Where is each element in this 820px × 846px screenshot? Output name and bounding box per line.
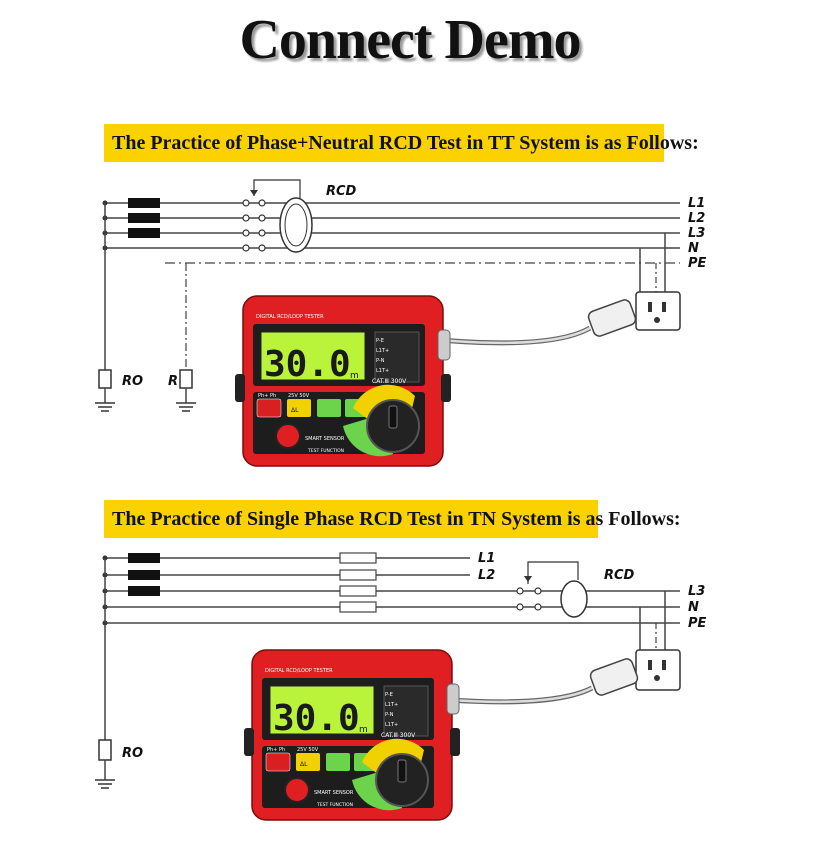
brand-text: SMART SENSOR (305, 436, 345, 442)
button-label-delta: ΔL (291, 407, 299, 414)
page-title: Connect Demo (239, 9, 581, 71)
lcd-unit: m (350, 371, 359, 381)
lcd-reading: 30.0 (273, 698, 360, 739)
tester-device-1: DIGITAL RCD/LOOP TESTER 30.0 m P-E L1T+ … (256, 314, 407, 454)
n-label-2: N (688, 600, 699, 615)
lcd-unit: m (359, 725, 368, 735)
tester-device-2: DIGITAL RCD/LOOP TESTER 30.0 m P-E L1T+ … (265, 668, 416, 808)
button-label-delta: ΔL (300, 761, 308, 768)
r-label-1: R (168, 374, 178, 389)
l1-label-1: L1 (688, 196, 705, 211)
side-label-pn: P-N (385, 712, 394, 718)
side-label-l1t-2: L1T+ (376, 368, 389, 374)
side-label-pe: P-E (376, 338, 384, 344)
cat-rating: CAT.Ⅲ 300V (381, 732, 416, 739)
lcd-reading: 30.0 (264, 344, 351, 385)
model-text: DIGITAL RCD/LOOP TESTER (265, 668, 333, 674)
rcd-label-2: RCD (604, 568, 635, 583)
side-label-l1t-2: L1T+ (385, 722, 398, 728)
ro-label-2: RO (122, 746, 143, 761)
rcd-label-1: RCD (326, 184, 357, 199)
l3-label-1: L3 (688, 226, 705, 241)
model-text: DIGITAL RCD/LOOP TESTER (256, 314, 324, 320)
side-label-pn: P-N (376, 358, 385, 364)
side-label-pe: P-E (385, 692, 393, 698)
l2-label-2: L2 (478, 568, 495, 583)
l1-label-2: L1 (478, 551, 495, 566)
side-label-l1t: L1T+ (376, 348, 389, 354)
l2-label-1: L2 (688, 211, 705, 226)
button-label-voltage: 25V 50V (288, 393, 310, 399)
pe-label-2: PE (688, 616, 707, 631)
brand-text: SMART SENSOR (314, 790, 354, 796)
l3-label-2: L3 (688, 584, 705, 599)
cat-rating: CAT.Ⅲ 300V (372, 378, 407, 385)
section1-banner: The Practice of Phase+Neutral RCD Test i… (104, 124, 699, 162)
ro-label-1: RO (122, 374, 143, 389)
side-label-l1t: L1T+ (385, 702, 398, 708)
button-label-phase: Ph+ Ph (267, 747, 285, 753)
function-label: TEST FUNCTION (316, 802, 353, 808)
tt-system-diagram (95, 179, 681, 467)
pe-label-1: PE (688, 256, 707, 271)
button-label-voltage: 25V 50V (297, 747, 319, 753)
button-label-phase: Ph+ Ph (258, 393, 276, 399)
n-label-1: N (688, 241, 699, 256)
section2-banner: The Practice of Single Phase RCD Test in… (104, 500, 681, 538)
function-label: TEST FUNCTION (307, 448, 344, 454)
tn-system-diagram (95, 552, 681, 821)
